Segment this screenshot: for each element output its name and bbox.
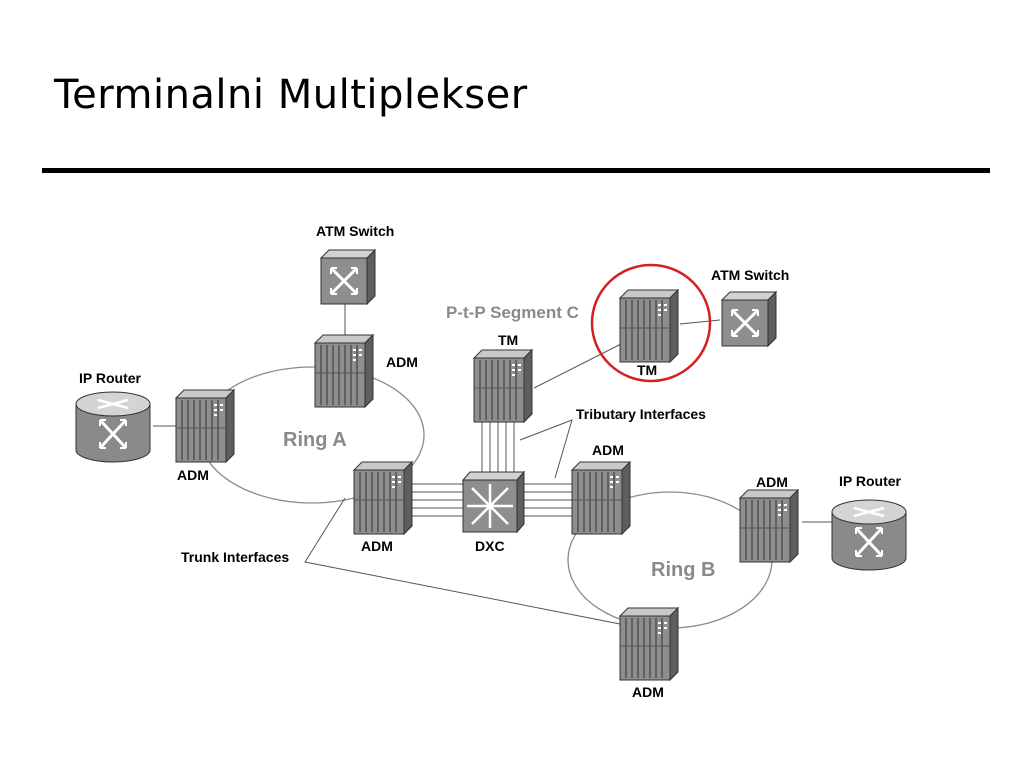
atm-switch-top-icon (319, 248, 377, 306)
tm-left-icon (473, 349, 533, 423)
dxc-icon (461, 470, 526, 534)
title-divider (42, 168, 990, 173)
label-atm-switch-right: ATM Switch (711, 267, 789, 283)
label-adm-right-ring: ADM (592, 442, 624, 458)
label-tributary-interfaces: Tributary Interfaces (576, 406, 706, 422)
ip-router-left-icon (74, 390, 152, 464)
label-ptp-segment-c: P-t-P Segment C (446, 303, 579, 322)
label-adm-top: ADM (386, 354, 418, 370)
label-adm-ring-b-right: ADM (756, 474, 788, 490)
adm-top-icon (314, 334, 374, 408)
label-adm-bottom: ADM (632, 684, 664, 700)
tm-highlight-circle (590, 263, 712, 383)
label-adm-left: ADM (177, 467, 209, 483)
adm-right-ring-icon (571, 461, 631, 535)
label-adm-center: ADM (361, 538, 393, 554)
label-tm-right: TM (637, 362, 657, 378)
label-ring-b: Ring B (651, 559, 715, 581)
ip-router-right-icon (830, 498, 908, 572)
label-ip-router-right: IP Router (839, 473, 902, 489)
atm-switch-right-icon (720, 290, 778, 348)
slide-title: Terminalni Multiplekser (54, 72, 528, 118)
adm-bottom-icon (619, 607, 679, 681)
label-trunk-interfaces: Trunk Interfaces (181, 549, 289, 565)
label-atm-switch-top: ATM Switch (316, 223, 394, 239)
adm-left-icon (175, 389, 235, 463)
connection-lines (153, 304, 834, 625)
tm-right-icon (619, 289, 679, 363)
adm-ring-b-right-icon (739, 489, 799, 563)
label-ring-a: Ring A (283, 429, 347, 451)
adm-center-icon (353, 461, 413, 535)
label-ip-router-left: IP Router (79, 370, 142, 386)
label-tm-left: TM (498, 332, 518, 348)
label-dxc: DXC (475, 538, 505, 554)
